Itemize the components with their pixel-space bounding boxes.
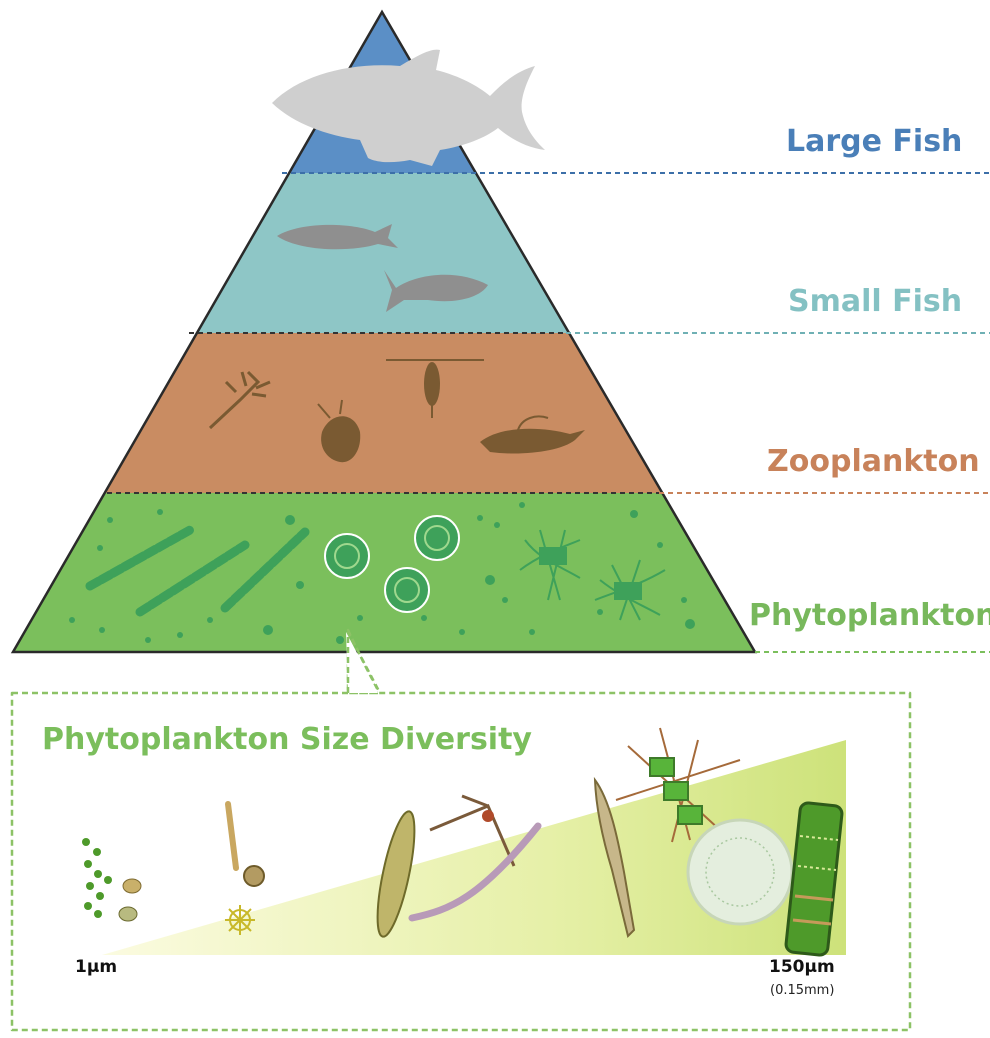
level-label-large-fish: Large Fish xyxy=(786,124,962,159)
large-centric-diatom-icon xyxy=(688,820,792,924)
dinoflagellate-icon xyxy=(244,866,264,886)
level-label-phytoplankton: Phytoplankton xyxy=(749,598,990,633)
level-label-zooplankton: Zooplankton xyxy=(767,444,980,479)
size-min-label: 1μm xyxy=(75,957,117,977)
centric-diatom-icon xyxy=(325,534,369,578)
pico-cells-icon xyxy=(82,838,112,918)
centric-diatom-icon xyxy=(415,516,459,560)
size-max-note: (0.15mm) xyxy=(770,983,834,998)
inset-title: Phytoplankton Size Diversity xyxy=(42,722,532,757)
radiolarian-icon xyxy=(225,905,255,935)
size-max-label: 150μm xyxy=(769,957,835,977)
centric-diatom-icon xyxy=(385,568,429,612)
coccolith-icon xyxy=(119,907,137,921)
copepod-icon xyxy=(424,362,440,406)
coccolith-icon xyxy=(123,879,141,893)
pennate-needle-icon xyxy=(228,804,236,868)
level-label-small-fish: Small Fish xyxy=(788,284,962,319)
